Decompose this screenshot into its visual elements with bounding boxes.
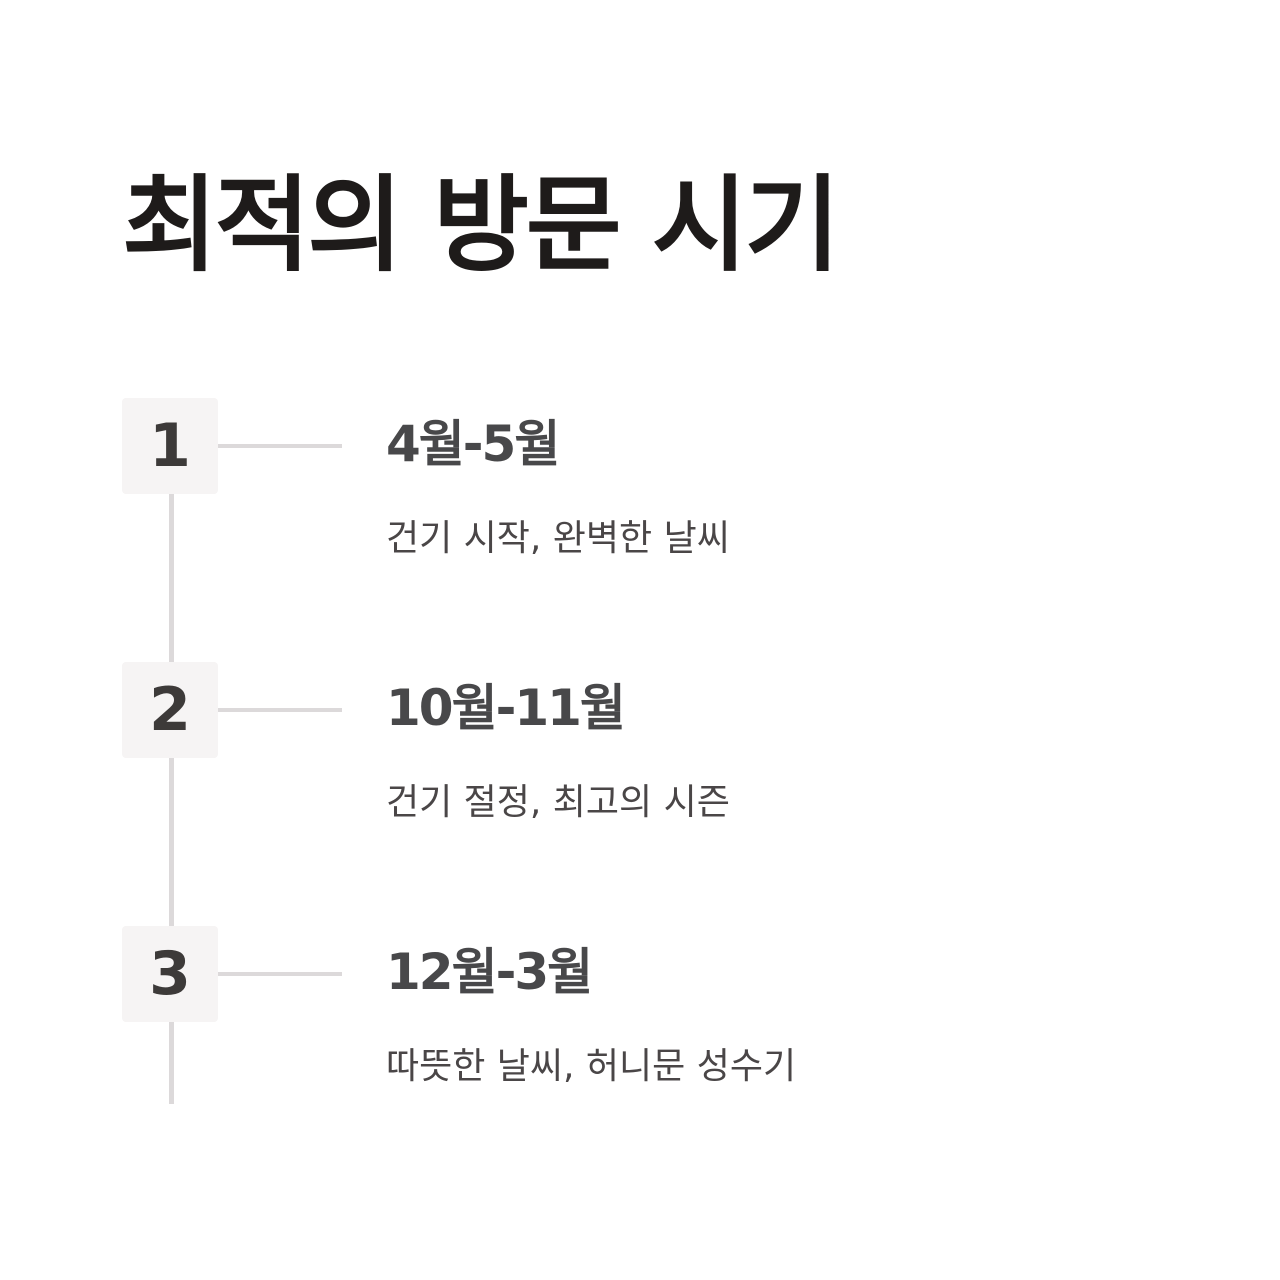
timeline-line [169, 494, 174, 1104]
step-connector [218, 972, 342, 976]
step-period: 12월-3월 [386, 943, 593, 1001]
page-title: 최적의 방문 시기 [122, 164, 840, 286]
step-connector [218, 708, 342, 712]
step-description: 건기 절정, 최고의 시즌 [386, 782, 730, 823]
step-period: 4월-5월 [386, 415, 560, 473]
step-connector [218, 444, 342, 448]
step-number-box: 3 [122, 926, 218, 1022]
step-description: 따뜻한 날씨, 허니문 성수기 [386, 1046, 797, 1087]
step-description: 건기 시작, 완벽한 날씨 [386, 518, 730, 559]
step-number-box: 2 [122, 662, 218, 758]
step-number-box: 1 [122, 398, 218, 494]
step-period: 10월-11월 [386, 679, 626, 737]
